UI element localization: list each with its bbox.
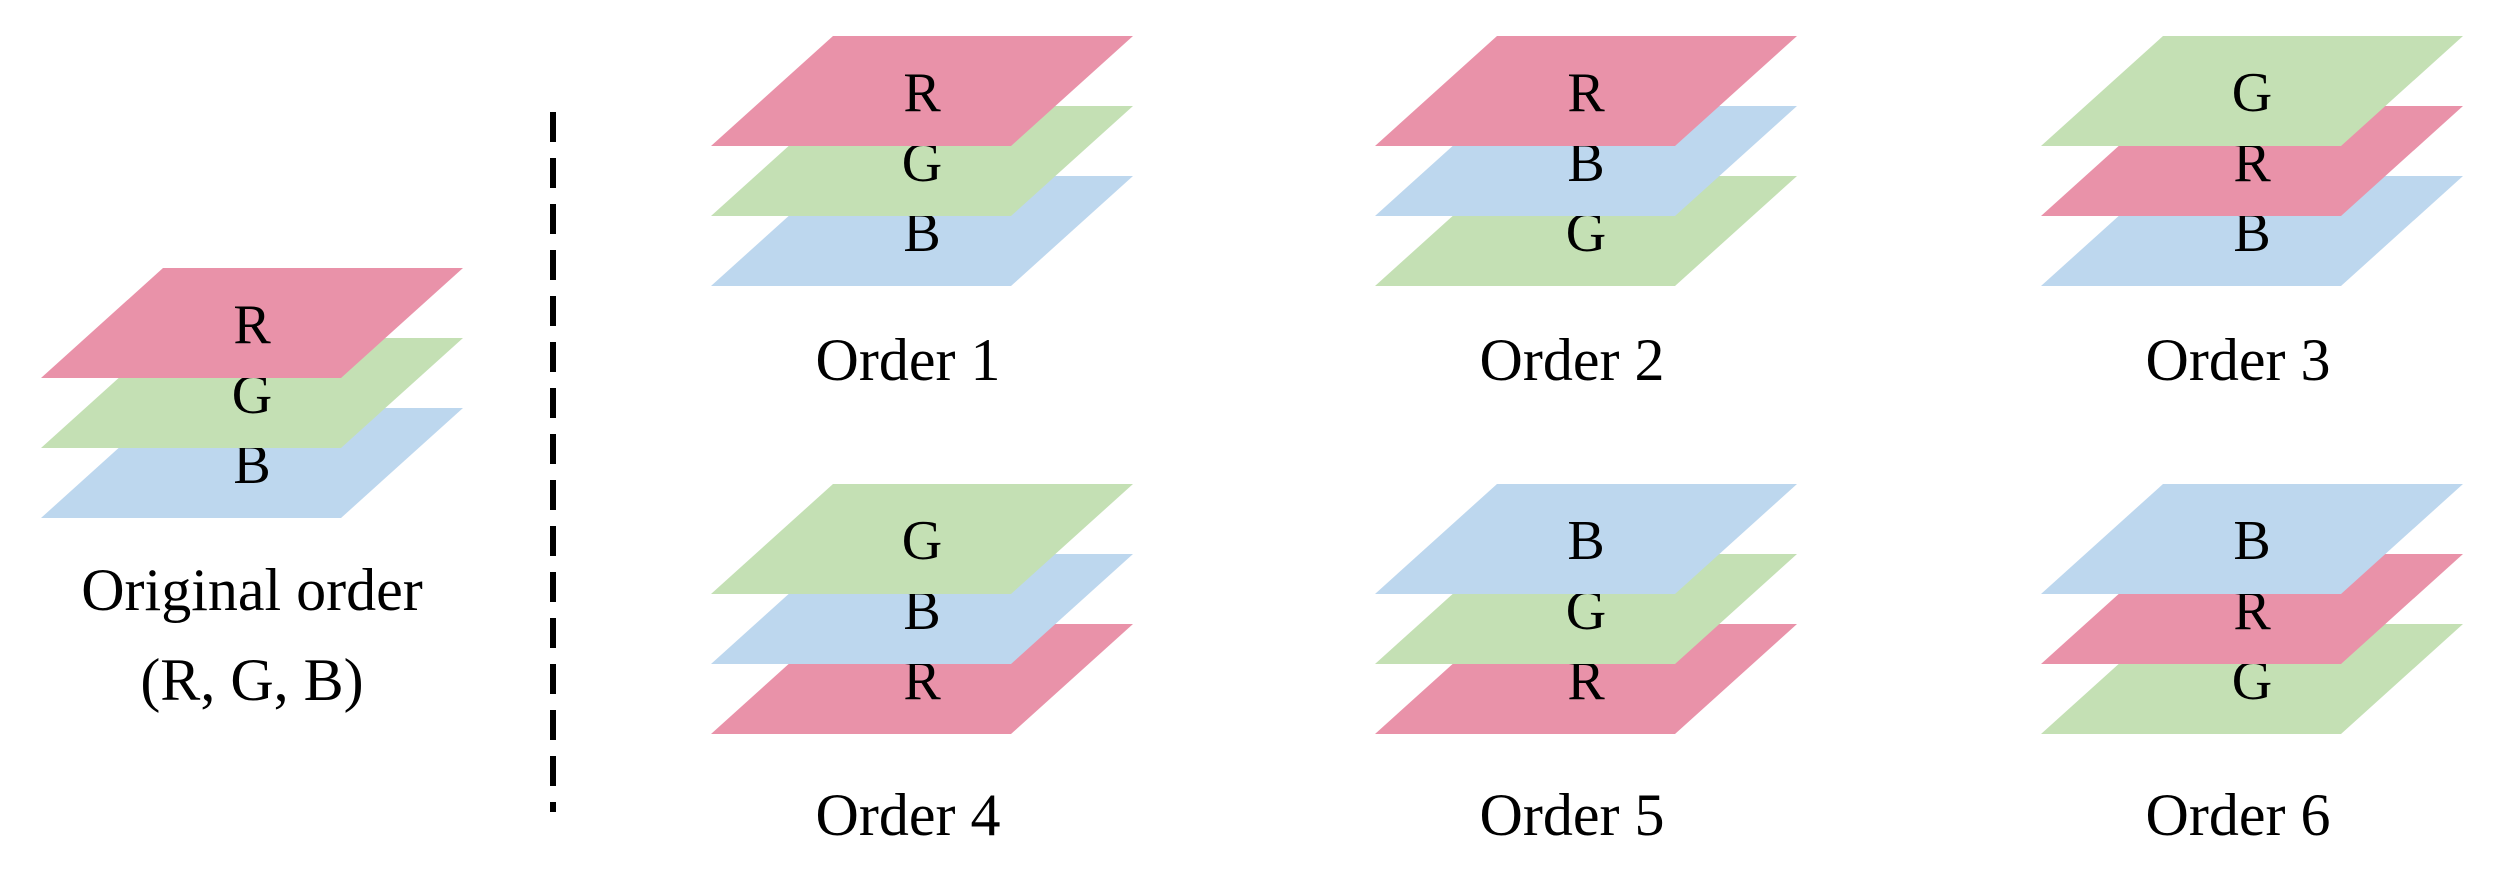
- order-1-layer-label-r: R: [903, 62, 941, 124]
- order-4-layer-g: [711, 484, 1133, 594]
- order-4-stack: RBG: [711, 484, 1133, 734]
- order-4-layer-label-g: G: [902, 510, 942, 572]
- order-4-caption: Order 4: [816, 782, 1001, 848]
- order-3-caption: Order 3: [2146, 327, 2331, 393]
- order-1-layer-r: [711, 36, 1133, 146]
- order-6-layer-label-b: B: [2233, 510, 2270, 572]
- order-3-stack: BRG: [2041, 36, 2463, 286]
- order-6-stack: GRB: [2041, 484, 2463, 734]
- order-3-layer-label-g: G: [2232, 62, 2272, 124]
- order-5-layer-b: [1375, 484, 1797, 594]
- original-layer-r: [41, 268, 463, 378]
- order-6-caption: Order 6: [2146, 782, 2331, 848]
- order-5-layer-label-b: B: [1567, 510, 1604, 572]
- order-2-caption: Order 2: [1480, 327, 1665, 393]
- original-order-caption-sub: (R, G, B): [140, 647, 363, 713]
- original-layer-label-r: R: [233, 294, 271, 356]
- order-1-stack: BGR: [711, 36, 1133, 286]
- order-6-layer-b: [2041, 484, 2463, 594]
- order-2-stack: GBR: [1375, 36, 1797, 286]
- order-5-stack: RGB: [1375, 484, 1797, 734]
- order-3-layer-g: [2041, 36, 2463, 146]
- original-order-caption: Original order: [81, 557, 423, 623]
- order-5-caption: Order 5: [1480, 782, 1665, 848]
- order-2-layer-label-r: R: [1567, 62, 1605, 124]
- original-order-stack: BGR: [41, 268, 463, 518]
- order-2-layer-r: [1375, 36, 1797, 146]
- order-1-caption: Order 1: [816, 327, 1001, 393]
